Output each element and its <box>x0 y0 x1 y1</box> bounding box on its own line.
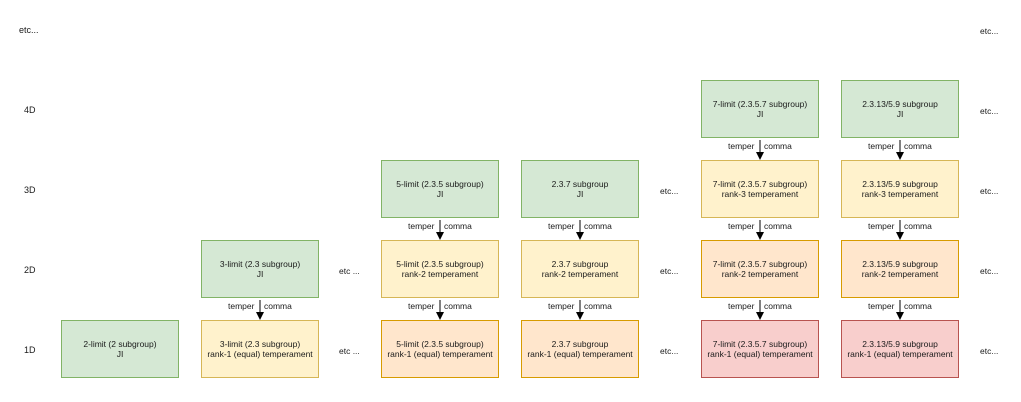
node-title: 7-limit (2.3.5.7 subgroup) <box>712 178 808 189</box>
row-label-1d: 1D <box>24 345 36 355</box>
etc-after-237-1d: etc... <box>660 346 679 356</box>
temper-label: temper <box>727 221 756 231</box>
node-title: 7-limit (2.3.5.7 subgroup) <box>712 258 808 269</box>
node-title: 7-limit (2.3.5.7 subgroup) <box>712 338 808 349</box>
node-subtitle: rank-3 temperament <box>861 189 939 199</box>
node-title: 2-limit (2 subgroup) <box>83 338 157 349</box>
comma-label: comma <box>763 221 793 231</box>
comma-label: comma <box>763 141 793 151</box>
node-title: 2.3.13/5.9 subgroup <box>862 98 938 109</box>
temper-label: temper <box>727 141 756 151</box>
node-title: 3-limit (2.3 subgroup) <box>219 258 301 269</box>
node-title: 2.3.7 subgroup <box>551 338 609 349</box>
comma-label: comma <box>583 301 613 311</box>
node-subtitle: rank-2 temperament <box>401 269 479 279</box>
node-7-limit-rank3: 7-limit (2.3.5.7 subgroup) rank-3 temper… <box>701 160 819 218</box>
temper-label: temper <box>547 221 576 231</box>
node-subtitle: rank-2 temperament <box>721 269 799 279</box>
node-subtitle: JI <box>756 109 764 119</box>
etc-right-top: etc... <box>980 26 999 36</box>
node-title: 2.3.13/5.9 subgroup <box>862 258 938 269</box>
node-title: 2.3.13/5.9 subgroup <box>862 178 938 189</box>
temper-label: temper <box>547 301 576 311</box>
node-subtitle: JI <box>436 189 444 199</box>
node-7-limit-rank1: 7-limit (2.3.5.7 subgroup) rank-1 (equal… <box>701 320 819 378</box>
comma-label: comma <box>903 141 933 151</box>
node-5-limit-rank1: 5-limit (2.3.5 subgroup) rank-1 (equal) … <box>381 320 499 378</box>
etc-after-237-3d: etc... <box>660 186 679 196</box>
node-subtitle: rank-1 (equal) temperament <box>707 349 813 359</box>
node-title: 2.3.7 subgroup <box>551 258 609 269</box>
temper-label: temper <box>727 301 756 311</box>
node-title: 3-limit (2.3 subgroup) <box>219 338 301 349</box>
node-13-rank1: 2.3.13/5.9 subgroup rank-1 (equal) tempe… <box>841 320 959 378</box>
etc-after-3-1d: etc ... <box>339 346 360 356</box>
node-title: 7-limit (2.3.5.7 subgroup) <box>712 98 808 109</box>
node-subtitle: rank-1 (equal) temperament <box>387 349 493 359</box>
temper-label: temper <box>407 301 436 311</box>
comma-label: comma <box>583 221 613 231</box>
node-13-ji: 2.3.13/5.9 subgroup JI <box>841 80 959 138</box>
node-13-rank3: 2.3.13/5.9 subgroup rank-3 temperament <box>841 160 959 218</box>
node-subtitle: JI <box>256 269 264 279</box>
node-subtitle: JI <box>116 349 124 359</box>
node-5-limit-ji: 5-limit (2.3.5 subgroup) JI <box>381 160 499 218</box>
node-5-limit-rank2: 5-limit (2.3.5 subgroup) rank-2 temperam… <box>381 240 499 298</box>
etc-right-3d: etc... <box>980 186 999 196</box>
node-subtitle: rank-2 temperament <box>541 269 619 279</box>
node-237-ji: 2.3.7 subgroup JI <box>521 160 639 218</box>
etc-right-2d: etc... <box>980 266 999 276</box>
comma-label: comma <box>443 301 473 311</box>
temper-label: temper <box>867 141 896 151</box>
node-title: 2.3.13/5.9 subgroup <box>862 338 938 349</box>
row-label-2d: 2D <box>24 265 36 275</box>
node-subtitle: rank-1 (equal) temperament <box>207 349 313 359</box>
temper-label: temper <box>227 301 256 311</box>
etc-after-237-2d: etc... <box>660 266 679 276</box>
node-subtitle: JI <box>896 109 904 119</box>
comma-label: comma <box>763 301 793 311</box>
row-label-etc: etc... <box>19 25 39 35</box>
node-7-limit-rank2: 7-limit (2.3.5.7 subgroup) rank-2 temper… <box>701 240 819 298</box>
node-3-limit-rank1: 3-limit (2.3 subgroup) rank-1 (equal) te… <box>201 320 319 378</box>
temper-label: temper <box>867 221 896 231</box>
etc-right-1d: etc... <box>980 346 999 356</box>
node-3-limit-ji: 3-limit (2.3 subgroup) JI <box>201 240 319 298</box>
node-title: 5-limit (2.3.5 subgroup) <box>396 258 484 269</box>
node-title: 5-limit (2.3.5 subgroup) <box>396 178 484 189</box>
comma-label: comma <box>903 221 933 231</box>
node-subtitle: rank-3 temperament <box>721 189 799 199</box>
comma-label: comma <box>903 301 933 311</box>
node-subtitle: JI <box>576 189 584 199</box>
node-7-limit-ji: 7-limit (2.3.5.7 subgroup) JI <box>701 80 819 138</box>
etc-right-4d: etc... <box>980 106 999 116</box>
node-237-rank2: 2.3.7 subgroup rank-2 temperament <box>521 240 639 298</box>
temper-label: temper <box>407 221 436 231</box>
etc-after-3-2d: etc ... <box>339 266 360 276</box>
node-subtitle: rank-1 (equal) temperament <box>527 349 633 359</box>
node-title: 2.3.7 subgroup <box>551 178 609 189</box>
node-13-rank2: 2.3.13/5.9 subgroup rank-2 temperament <box>841 240 959 298</box>
row-label-3d: 3D <box>24 185 36 195</box>
node-subtitle: rank-1 (equal) temperament <box>847 349 953 359</box>
node-title: 5-limit (2.3.5 subgroup) <box>396 338 484 349</box>
comma-label: comma <box>263 301 293 311</box>
comma-label: comma <box>443 221 473 231</box>
node-237-rank1: 2.3.7 subgroup rank-1 (equal) temperamen… <box>521 320 639 378</box>
node-subtitle: rank-2 temperament <box>861 269 939 279</box>
temper-label: temper <box>867 301 896 311</box>
row-label-4d: 4D <box>24 105 36 115</box>
node-2-limit-ji: 2-limit (2 subgroup) JI <box>61 320 179 378</box>
